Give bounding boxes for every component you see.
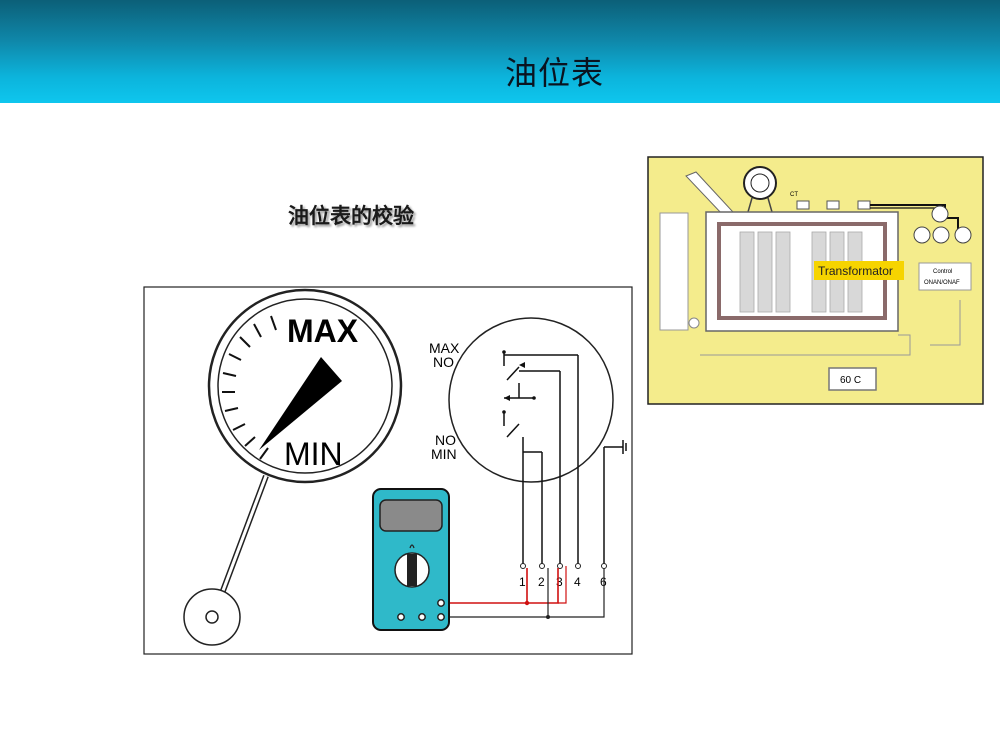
- terminal-label: 2: [538, 575, 545, 589]
- page-title: 油位表: [505, 54, 605, 92]
- oil-level-gauge: [183, 288, 403, 646]
- gauge-min-label: MIN: [284, 436, 343, 472]
- transformer-label: Transformator: [818, 264, 893, 278]
- terminal-label: 1: [519, 575, 526, 589]
- multimeter-display: [379, 499, 443, 532]
- switch-assembly: [448, 317, 627, 565]
- control-box: [918, 262, 972, 291]
- switch-max-label: MAX: [429, 340, 460, 356]
- temperature-label: 60 C: [840, 375, 861, 386]
- control-mode-label: ONAN/ONAF: [924, 280, 960, 286]
- terminal-label: 4: [574, 575, 581, 589]
- switch-min-label: MIN: [431, 446, 457, 462]
- gauge-max-label: MAX: [287, 313, 359, 349]
- gauge-ticks: [222, 315, 277, 460]
- temperature-box: [828, 367, 877, 391]
- switch-no-label-lower: NO: [435, 432, 456, 448]
- multimeter: [372, 488, 450, 631]
- header-bar: [0, 0, 1000, 103]
- terminal-label: 3: [556, 575, 563, 589]
- switch-no-label: NO: [433, 354, 454, 370]
- ct-label: CT: [790, 192, 798, 198]
- control-label: Control: [933, 269, 952, 275]
- test-wiring: [443, 566, 605, 619]
- gauge-needle: [259, 357, 342, 450]
- section-subtitle: 油位表的校验: [288, 204, 414, 228]
- transformer-panel: CT Transformator Control ONAN/ONAF 60 C: [647, 156, 984, 405]
